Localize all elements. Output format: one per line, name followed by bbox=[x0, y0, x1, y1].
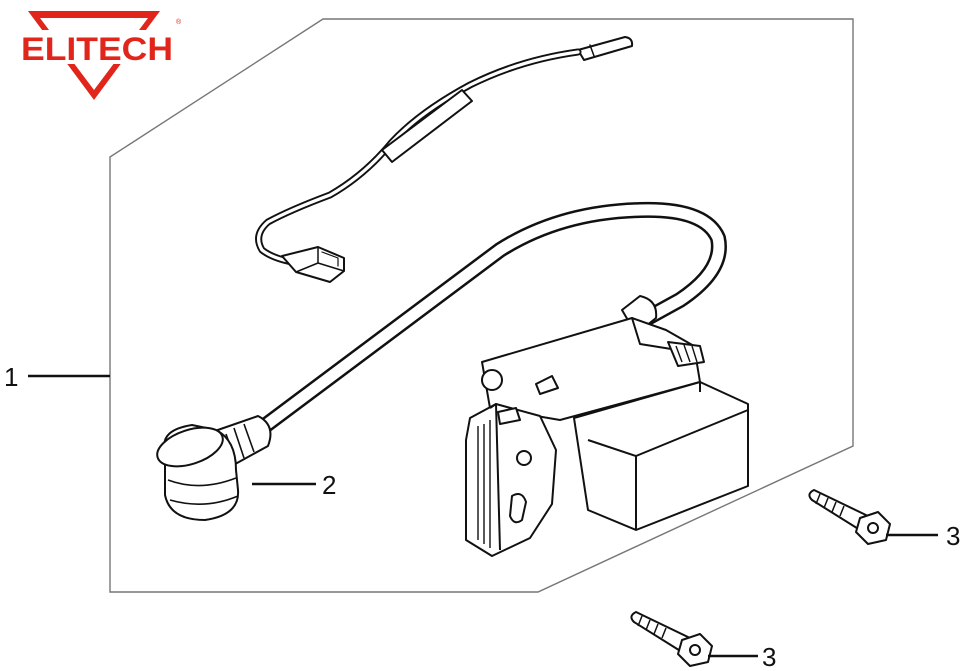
coil-mount-bracket bbox=[465, 403, 557, 557]
bolt-head bbox=[855, 511, 891, 545]
brand-logo: ELITECH ® bbox=[21, 11, 182, 100]
callout-1: 1 bbox=[4, 362, 18, 392]
brand-name: ELITECH bbox=[21, 31, 173, 67]
bolt-head bbox=[677, 633, 713, 667]
logo-triangle bbox=[28, 11, 160, 100]
wire-sleeve bbox=[381, 89, 473, 163]
callout-3a: 3 bbox=[946, 521, 960, 551]
spark-plug-cap bbox=[156, 415, 272, 521]
flange-bolt-lower bbox=[630, 611, 713, 667]
callouts: 1 2 3 3 bbox=[4, 362, 960, 671]
cap-top bbox=[156, 426, 224, 468]
ignition-coil bbox=[465, 295, 749, 557]
mount-hole-upper bbox=[516, 450, 532, 466]
stop-wire bbox=[255, 36, 634, 283]
flange-bolt-upper bbox=[808, 489, 891, 545]
high-tension-lead bbox=[254, 201, 727, 436]
bolt-shank bbox=[630, 611, 691, 653]
mount-slot-lower bbox=[509, 493, 527, 524]
registered-mark: ® bbox=[176, 18, 182, 26]
callout-2: 2 bbox=[322, 470, 336, 500]
wire-terminal bbox=[577, 36, 634, 61]
callout-3b: 3 bbox=[762, 642, 776, 671]
assembly-boundary bbox=[109, 18, 854, 593]
bolt-shank bbox=[808, 489, 869, 531]
